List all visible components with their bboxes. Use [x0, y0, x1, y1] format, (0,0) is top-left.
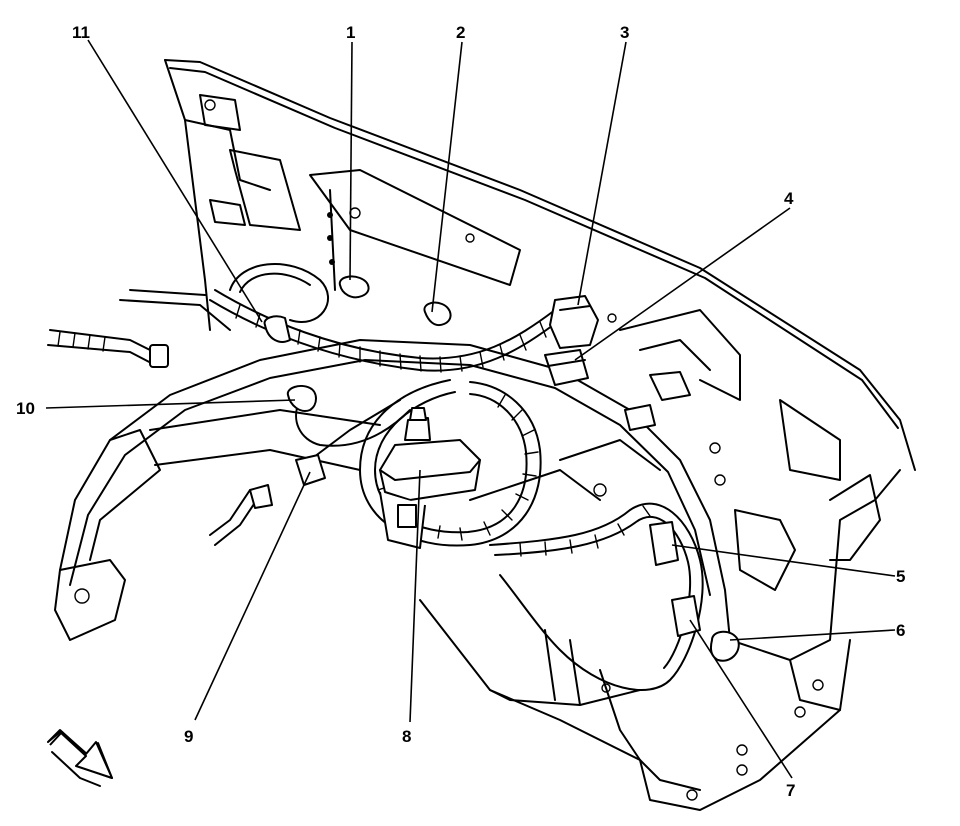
callout-labels: 1 2 3 4 5 6 7 8 9 10 11	[16, 23, 905, 800]
callout-label-1: 1	[346, 23, 355, 42]
callout-label-5: 5	[896, 567, 905, 586]
callout-label-10: 10	[16, 399, 35, 418]
callout-label-9: 9	[184, 727, 193, 746]
callout-label-2: 2	[456, 23, 465, 42]
harness-connectors	[249, 275, 740, 662]
callout-label-4: 4	[784, 189, 794, 208]
callout-label-6: 6	[896, 621, 905, 640]
fender-outline	[54, 59, 916, 811]
callout-label-11: 11	[72, 23, 90, 42]
brake-fluid-reservoir	[379, 407, 481, 549]
wiring-harness	[47, 263, 704, 691]
callout-label-7: 7	[786, 781, 795, 800]
forward-direction-arrow-icon	[47, 729, 113, 787]
callout-leaders	[45, 39, 896, 779]
relay-connector-upper	[544, 295, 599, 386]
callout-label-3: 3	[620, 23, 629, 42]
callout-label-8: 8	[402, 727, 411, 746]
